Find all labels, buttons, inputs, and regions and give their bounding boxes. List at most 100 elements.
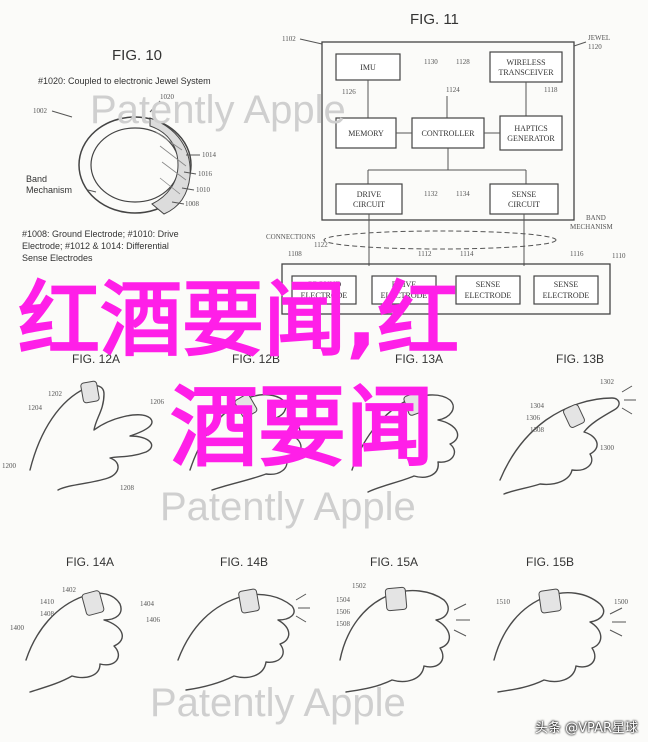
leader-line [183,171,197,175]
fig11-jewel-label: JEWEL [588,34,610,42]
electrode-box-1 [291,275,357,305]
electrode-2-label: DRIVE [392,280,417,289]
hand-drawing-13a [351,392,459,493]
band-mech-label-2: MECHANISM [570,223,614,231]
label-1502: 1502 [352,582,367,590]
overlay-headline-line1: 红酒要闻,红 [18,273,460,368]
hand-drawing-15a [339,586,470,693]
watermark-fig10: Patently Apple [90,88,346,132]
fig10-label-1008: 1008 [185,200,200,208]
electrode-3-label: SENSE [476,280,501,289]
footer-credit: 头条 @VPAR星球 [535,721,638,736]
label-1506: 1506 [336,608,351,616]
leader-line [149,100,161,113]
electrode-3-label-2: ELECTRODE [465,291,512,300]
drive-label-2: CIRCUIT [353,200,385,209]
fig10-label-1002: 1002 [33,107,48,115]
label-1300: 1300 [600,444,615,452]
fig11-label-1132: 1132 [424,190,438,198]
fig10-label-1020: 1020 [160,93,175,101]
fig11-label-1102: 1102 [282,35,296,43]
electrode-box-3 [455,275,521,305]
drive-label-1: DRIVE [357,190,382,199]
fig11-group: FIG. 11 JEWEL 1120 1102 IMU 1130 1128 WI… [266,11,626,315]
memory-label: MEMORY [348,129,384,138]
fig10-caption: #1020: Coupled to electronic Jewel Syste… [38,76,211,86]
fig11-label-1130: 1130 [424,58,438,66]
label-1400: 1400 [10,624,25,632]
label-1508: 1508 [336,620,351,628]
imu-label: IMU [360,63,376,72]
fig12a-title: FIG. 12A [72,352,120,366]
fig11-label-1126: 1126 [342,88,356,96]
fig11-label-1114: 1114 [460,250,474,258]
sense-label-2: CIRCUIT [508,200,540,209]
drive-circuit-box [335,183,403,215]
label-1304: 1304 [530,402,545,410]
leader-line [51,110,73,118]
leader-line [181,187,195,191]
jewel-outline [321,41,575,221]
connections-label: CONNECTIONS [266,233,315,241]
fig10-band-label-1: Band [26,174,47,184]
fig11-label-1122: 1122 [314,241,328,249]
haptics-label-2: GENERATOR [507,134,555,143]
fig11-label-1116: 1116 [570,250,584,258]
bracelet-ring-drawing [78,116,192,215]
electrode-1-label: GROUND [307,280,341,289]
fig15a-title: FIG. 15A [370,555,418,569]
wireless-label-1: WIRELESS [506,58,545,67]
fig15b-title: FIG. 15B [526,555,574,569]
label-1402: 1402 [62,586,77,594]
sense-circuit-box [489,183,559,215]
fig13a-title: FIG. 13A [395,352,443,366]
label-1408: 1408 [40,610,55,618]
label-1302: 1302 [600,378,615,386]
hand-drawing-14a [25,590,123,693]
label-1206: 1206 [150,398,165,406]
band-mechanism-outline [281,263,611,315]
fig12b-title: FIG. 12B [232,352,280,366]
fig11-label-1128: 1128 [456,58,470,66]
wireless-box [489,51,563,83]
watermark-bottom: Patently Apple [150,681,406,725]
electrode-4-label-2: ELECTRODE [543,291,590,300]
fig14b-title: FIG. 14B [220,555,268,569]
fig10-label-1014: 1014 [202,151,217,159]
hand-drawing-12a [29,380,153,491]
electrode-1-label-2: ELECTRODE [301,291,348,300]
fig11-label-1124: 1124 [446,86,460,94]
fig10-band-label-2: Mechanism [26,185,72,195]
overlay-headline-line2: 酒要闻 [170,376,435,479]
watermark-middle: Patently Apple [160,485,416,529]
fig12-13-group: FIG. 12A FIG. 12B FIG. 13A FIG. 13B 1202… [2,352,636,529]
fig11-label-1110: 1110 [612,252,626,260]
leader-line [299,38,323,45]
fig11-label-1120: 1120 [588,43,602,51]
electrode-box-2 [371,275,437,305]
fig11-label-1134: 1134 [456,190,470,198]
label-1500: 1500 [614,598,629,606]
fig10-group: FIG. 10 #1020: Coupled to electronic Jew… [22,47,217,263]
electrode-4-label: SENSE [554,280,579,289]
fig11-label-1108: 1108 [288,250,302,258]
fig11-label-1112: 1112 [418,250,432,258]
fig13b-title: FIG. 13B [556,352,604,366]
label-1410: 1410 [40,598,55,606]
label-1406: 1406 [146,616,161,624]
hand-drawing-13b [499,385,636,495]
haptics-label-1: HAPTICS [514,124,547,133]
fig14a-title: FIG. 14A [66,555,114,569]
label-1208: 1208 [120,484,135,492]
label-1308: 1308 [530,426,545,434]
fig11-title: FIG. 11 [410,11,459,28]
electrode-2-label-2: ELECTRODE [381,291,428,300]
label-1202: 1202 [48,390,63,398]
hand-drawing-15b [493,588,626,693]
fig11-label-1118: 1118 [544,86,558,94]
fig10-legend-3: Sense Electrodes [22,253,93,263]
leader-line [87,189,97,193]
label-1204: 1204 [28,404,43,412]
label-1200: 1200 [2,462,17,470]
